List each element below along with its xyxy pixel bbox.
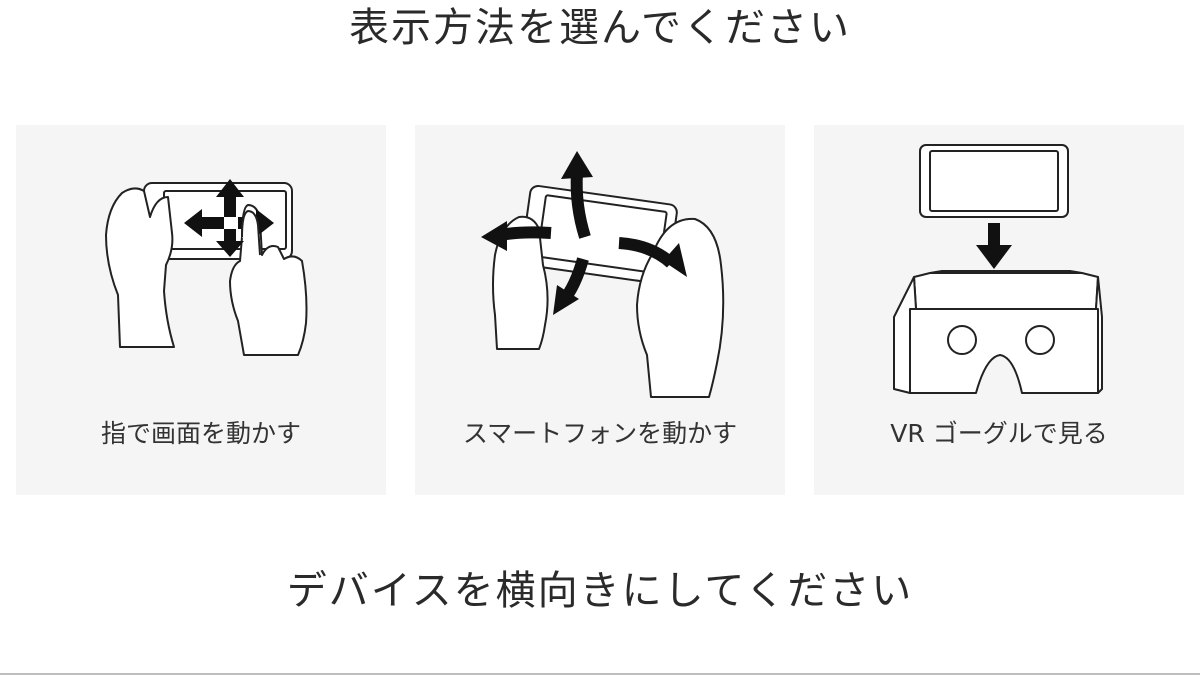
bottom-divider [0, 673, 1200, 675]
option-motion-card[interactable]: スマートフォンを動かす [415, 125, 785, 495]
display-mode-options: 指で画面を動かす [16, 125, 1184, 495]
touch-drag-icon [105, 179, 308, 356]
option-touch-card[interactable]: 指で画面を動かす [16, 125, 386, 495]
option-vr-label: VR ゴーグルで見る [890, 419, 1108, 448]
rotate-device-instruction: デバイスを横向きにしてください [286, 568, 914, 614]
option-touch-label: 指で画面を動かす [100, 419, 301, 448]
phone-tilt-icon [481, 151, 725, 398]
option-motion-label: スマートフォンを動かす [462, 419, 738, 448]
page-title: 表示方法を選んでください [349, 5, 851, 51]
vr-goggle-icon [893, 144, 1103, 394]
option-vr-card[interactable]: VR ゴーグルで見る [814, 125, 1184, 495]
